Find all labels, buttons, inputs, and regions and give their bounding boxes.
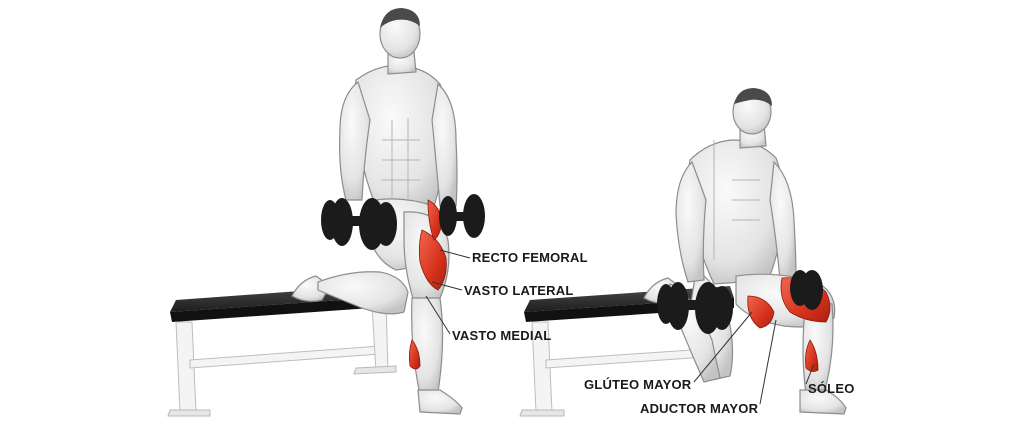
label-recto-femoral: RECTO FEMORAL (472, 250, 588, 265)
dumbbell-left-1 (321, 198, 397, 250)
athlete-lunge (643, 88, 847, 415)
label-vasto-medial: VASTO MEDIAL (452, 328, 552, 343)
leader-lines-lunge (693, 311, 815, 405)
label-gluteo-mayor: GLÚTEO MAYOR (584, 377, 692, 392)
label-aductor-mayor: ADUCTOR MAYOR (640, 401, 759, 416)
leader-lines-standing (425, 249, 471, 335)
athlete-standing (291, 8, 463, 415)
muscle-highlights-standing (408, 199, 447, 370)
label-vasto-lateral: VASTO LATERAL (464, 283, 574, 298)
label-soleo: SÓLEO (808, 381, 855, 396)
dumbbell-right (657, 270, 823, 334)
dumbbell-left-2 (439, 194, 485, 238)
